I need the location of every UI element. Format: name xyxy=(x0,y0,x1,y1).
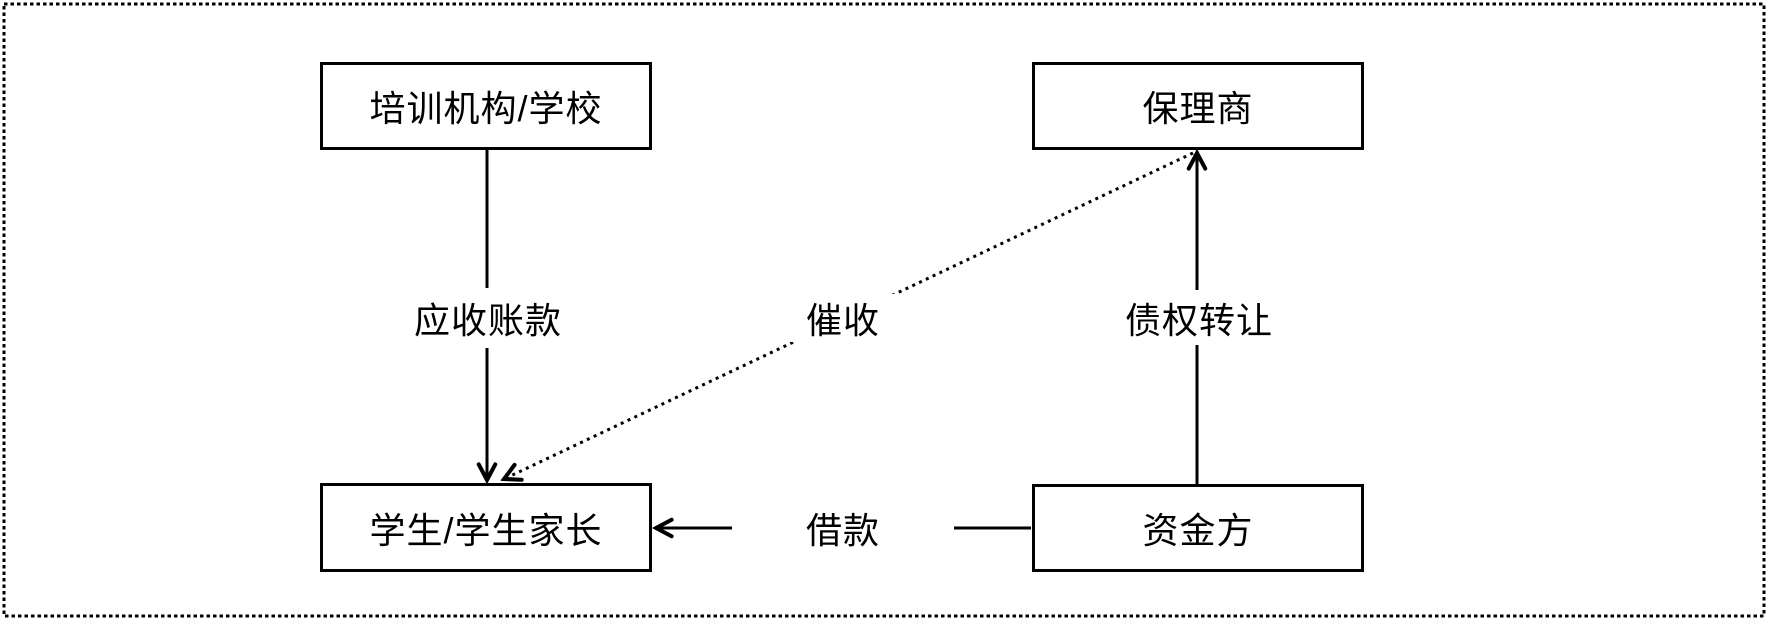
node-training-org-label: 培训机构/学校 xyxy=(369,88,603,129)
edge-label-loan: 借款 xyxy=(732,506,954,551)
node-training-org: 培训机构/学校 xyxy=(320,62,652,150)
edge-label-debt-transfer-text: 债权转让 xyxy=(1124,299,1273,341)
edge-label-loan-text: 借款 xyxy=(805,510,880,551)
edge-label-collection-text: 催收 xyxy=(805,300,880,341)
node-funder: 资金方 xyxy=(1032,484,1364,572)
edge-label-receivables-text: 应收账款 xyxy=(413,300,562,341)
node-factor-label: 保理商 xyxy=(1142,88,1254,129)
node-factor: 保理商 xyxy=(1032,62,1364,150)
edge-label-receivables: 应收账款 xyxy=(410,288,566,348)
node-funder-label: 资金方 xyxy=(1142,510,1254,551)
node-students: 学生/学生家长 xyxy=(320,483,652,572)
edge-label-collection: 催收 xyxy=(780,294,906,342)
edge-label-debt-transfer: 债权转让 xyxy=(1122,290,1276,345)
node-students-label: 学生/学生家长 xyxy=(369,509,603,551)
